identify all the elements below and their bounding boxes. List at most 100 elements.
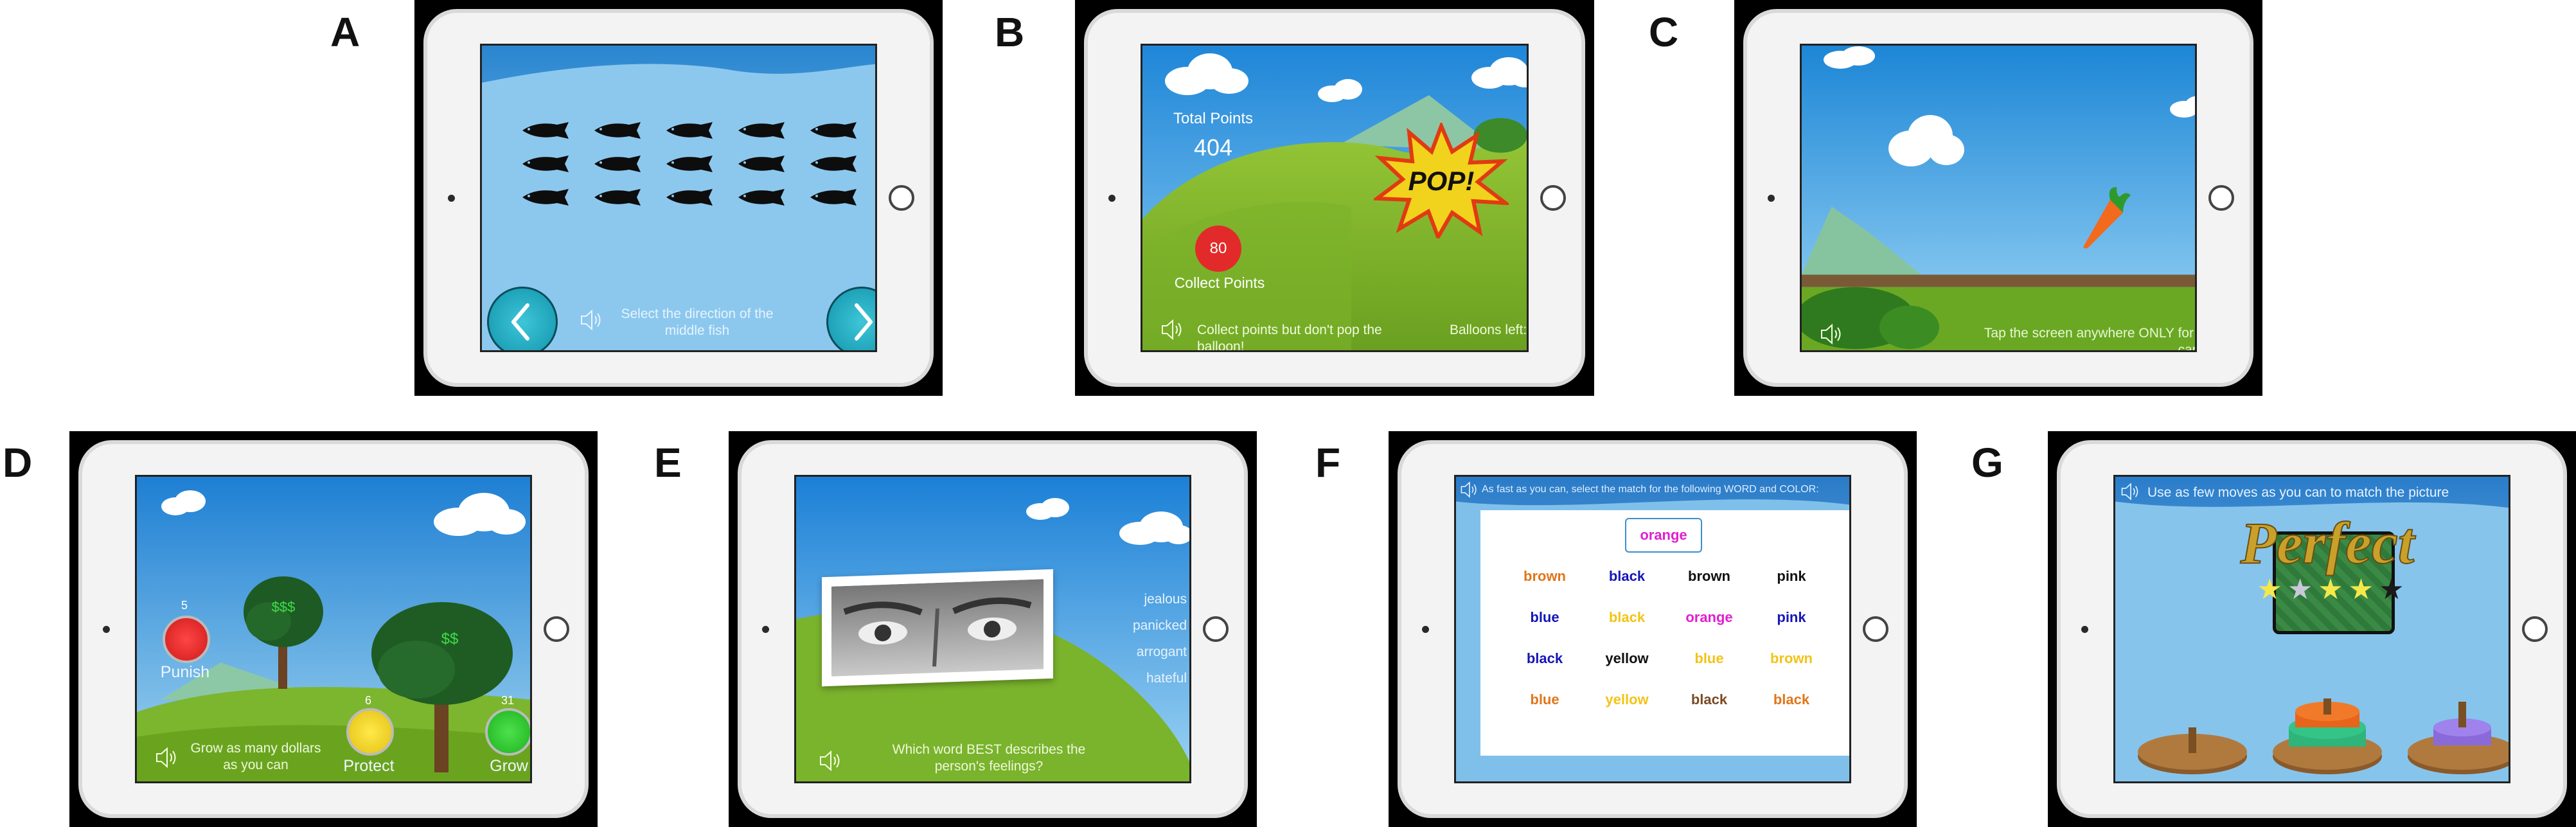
fish-icon [805, 153, 867, 178]
home-button [1863, 616, 1888, 642]
collect-points-label: Collect Points [1174, 274, 1265, 291]
cloud-icon [1026, 498, 1069, 520]
star-filled-icon: ★ [2287, 574, 2313, 605]
word-choice[interactable]: blue [1694, 650, 1724, 666]
emotion-option-label: arrogant [1136, 645, 1187, 659]
panel-label-b: B [995, 9, 1025, 55]
total-points-label: Total Points [1173, 110, 1254, 127]
fish-icon [589, 120, 651, 145]
home-button [544, 616, 569, 642]
instruction-text: Which word BEST describes the person's f… [892, 742, 1086, 774]
fish-icon [517, 120, 579, 145]
peg-3[interactable] [2408, 702, 2510, 774]
chevron-right-icon [855, 303, 873, 341]
fish-icon [517, 153, 579, 178]
collect-points-button[interactable]: 80 [1195, 226, 1241, 272]
speaker-icon[interactable] [1160, 319, 1185, 341]
panel-b-device: Total Points 404 POP! 80 Collect Points … [1075, 0, 1594, 396]
speaker-icon[interactable] [1460, 481, 1479, 499]
screen-e[interactable]: jealous panicked arrogant hateful Which wor… [794, 475, 1191, 783]
small-tree-icon: $$$ [244, 576, 323, 689]
fish-icon [805, 186, 867, 211]
svg-text:$$: $$ [441, 630, 459, 648]
left-direction-button[interactable] [487, 287, 558, 350]
panel-c-device: Tap the screen anywhere ONLY for the car… [1734, 0, 2262, 396]
balloons-left-counter: Balloons left:11 [1449, 323, 1527, 337]
tower-pegs-area[interactable] [2135, 689, 2510, 783]
emotion-option[interactable]: hateful [1085, 668, 1189, 689]
cloud-icon [434, 493, 526, 536]
peg-1[interactable] [2138, 727, 2247, 774]
fish-flanker-grid [517, 120, 875, 216]
emotion-option-label: jealous [1144, 592, 1187, 607]
peg-2[interactable] [2273, 698, 2382, 774]
speaker-icon[interactable] [819, 750, 843, 772]
emotion-option[interactable]: arrogant [1085, 642, 1189, 662]
camera-dot [762, 626, 769, 633]
speaker-icon[interactable] [1820, 323, 1844, 345]
fish-icon [661, 153, 723, 178]
word-choice[interactable]: pink [1777, 568, 1806, 584]
word-choice[interactable]: pink [1777, 609, 1806, 625]
word-choice[interactable]: blue [1530, 609, 1559, 625]
emotion-option-label: panicked [1132, 618, 1187, 633]
word-choice[interactable]: black [1608, 568, 1646, 584]
cloud-icon [2170, 96, 2195, 118]
protect-count: 6 [364, 694, 371, 707]
grow-button[interactable] [485, 708, 530, 756]
face-photo-card [822, 569, 1053, 687]
screen-b[interactable]: Total Points 404 POP! 80 Collect Points … [1141, 44, 1529, 352]
speaker-icon[interactable] [580, 309, 604, 331]
word-choice[interactable]: yellow [1605, 650, 1649, 666]
cloud-icon [1888, 115, 1964, 166]
screen-f[interactable]: As fast as you can, select the match for… [1454, 475, 1851, 783]
panel-label-d: D [3, 440, 33, 486]
speaker-icon[interactable] [2120, 482, 2141, 501]
word-choice[interactable]: black [1608, 609, 1646, 625]
word-choice[interactable]: yellow [1605, 691, 1649, 707]
panel-a-device: Select the direction of the middle fish [414, 0, 943, 396]
emotion-option[interactable]: panicked [1085, 616, 1189, 636]
emotion-option[interactable]: jealous [1085, 589, 1189, 610]
word-choice[interactable]: black [1691, 691, 1728, 707]
instruction-text: Use as few moves as you can to match the… [2147, 485, 2449, 500]
screen-d[interactable]: $$$ $$ 5 Punish 6 Protect 31 Grow Grow a… [135, 475, 532, 783]
panel-e-device: jealous panicked arrogant hateful Which wor… [729, 431, 1257, 827]
speaker-icon[interactable] [155, 747, 179, 769]
instruction-text: Collect points but don't pop the balloon… [1197, 323, 1382, 352]
punish-button[interactable] [163, 616, 210, 663]
cloud-icon [1824, 46, 1875, 69]
panel-g-device: Use as few moves as you can to match the… [2048, 431, 2576, 827]
pop-text: POP! [1408, 166, 1475, 196]
panel-label-f: F [1315, 440, 1341, 486]
camera-dot [2081, 626, 2088, 633]
protect-label: Protect [343, 757, 395, 775]
word-choice[interactable]: black [1773, 691, 1810, 707]
word-choice[interactable]: orange [1685, 609, 1733, 625]
screen-c[interactable]: Tap the screen anywhere ONLY for the car… [1800, 44, 2197, 352]
protect-button[interactable] [346, 708, 394, 756]
collect-value: 80 [1209, 240, 1227, 257]
home-button [2208, 185, 2234, 211]
word-choice[interactable]: brown [1770, 650, 1813, 666]
right-direction-button[interactable] [826, 287, 875, 350]
word-choice[interactable]: brown [1688, 568, 1730, 584]
home-button [2522, 616, 2548, 642]
fish-icon [733, 153, 795, 178]
screen-a[interactable]: Select the direction of the middle fish [480, 44, 877, 352]
rating-stars: ★★★★★ [2244, 573, 2417, 605]
screen-g[interactable]: Use as few moves as you can to match the… [2113, 475, 2510, 783]
hills-background [1142, 46, 1527, 350]
word-choice[interactable]: brown [1523, 568, 1566, 584]
word-choice[interactable]: black [1526, 650, 1563, 666]
large-tree-icon: $$ [371, 602, 513, 772]
carrot-icon[interactable] [2072, 184, 2136, 254]
perfect-result-text: Perfect [2240, 510, 2415, 576]
grow-count: 31 [501, 694, 515, 707]
word-choice[interactable]: blue [1530, 691, 1559, 707]
panel-label-e: E [654, 440, 682, 486]
word-choices-grid: brown black brown pink blue black orange pink bl… [1506, 568, 1827, 742]
cloud-icon [1165, 53, 1248, 95]
camera-dot [1108, 195, 1115, 202]
star-filled-icon: ★ [2257, 574, 2282, 605]
